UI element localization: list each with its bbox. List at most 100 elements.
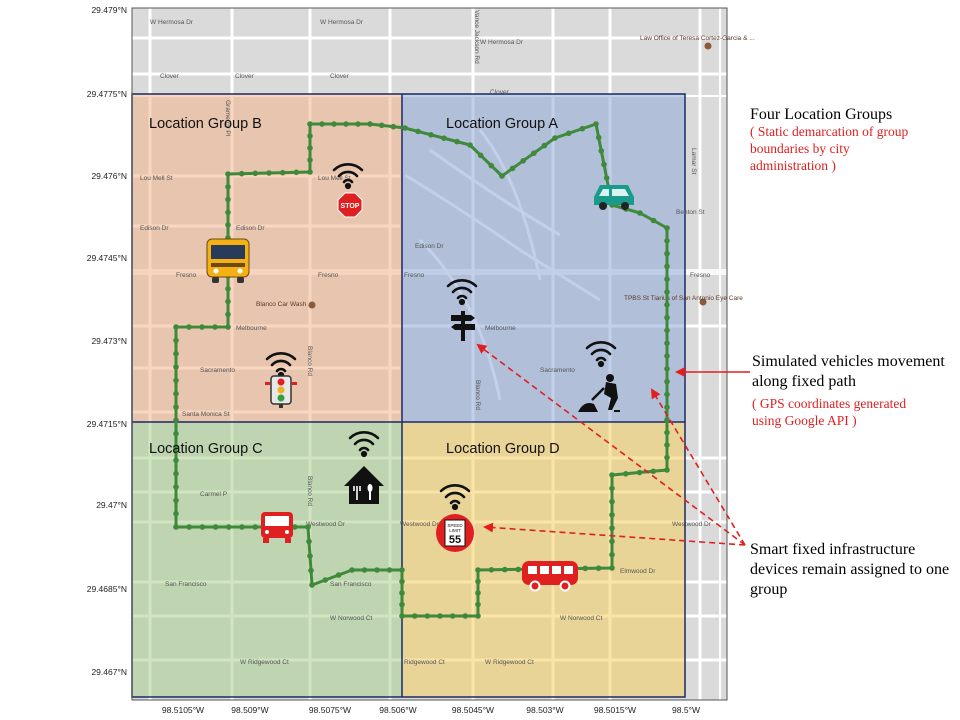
path-point <box>225 209 231 216</box>
path-point <box>173 497 179 504</box>
lat-tick-label: 29.4685°N <box>87 584 127 594</box>
poi-pin-icon <box>308 301 316 309</box>
street-label: W Ridgewood Ct <box>485 659 534 666</box>
street-label: Lamar St <box>690 148 697 175</box>
street-label: Clover <box>330 73 350 80</box>
path-point <box>173 417 179 424</box>
stop-sign-icon: STOP <box>337 192 363 218</box>
path-point <box>367 121 373 127</box>
car-icon <box>594 185 634 210</box>
path-point <box>565 130 572 137</box>
path-point <box>664 353 670 359</box>
path-point <box>609 472 615 478</box>
infra-arrow <box>483 522 746 546</box>
street-label: Lou Mell St <box>318 175 351 182</box>
infra-arrow <box>476 343 746 546</box>
path-point <box>307 169 313 175</box>
street-label: Edison Dr <box>236 225 265 232</box>
path-point <box>343 121 349 127</box>
path-point <box>449 613 456 619</box>
lat-tick-label: 29.473°N <box>91 336 127 346</box>
path-point <box>552 135 558 141</box>
path-point <box>664 417 670 423</box>
path-point <box>664 366 670 372</box>
path-point <box>462 613 469 619</box>
path-point <box>335 572 342 578</box>
street-label: W Hermosa Dr <box>150 19 194 26</box>
path-point <box>252 524 258 530</box>
city-bus-icon <box>261 512 293 543</box>
path-point <box>609 512 615 518</box>
path-point <box>437 613 443 619</box>
group-b-region <box>132 94 402 422</box>
lat-tick-label: 29.479°N <box>91 5 127 15</box>
path-point <box>212 524 219 530</box>
lat-tick-label: 29.4775°N <box>87 89 127 99</box>
path-point <box>515 566 521 573</box>
path-point <box>488 162 495 169</box>
lon-tick-label: 98.5075°W <box>309 705 351 715</box>
group-a-label: Location Group A <box>446 116 558 132</box>
path-point <box>598 148 605 154</box>
street-label: Westwood Dr <box>672 521 712 528</box>
path-point <box>319 121 325 127</box>
street-label: Gramercy Pl <box>224 100 231 137</box>
infra-arrow <box>650 388 746 546</box>
road-worker-icon <box>578 374 620 412</box>
school-bus-icon <box>206 238 250 283</box>
path-point <box>664 238 670 244</box>
path-point <box>186 524 192 530</box>
path-point <box>374 567 380 573</box>
path-point <box>477 152 484 159</box>
street-label: Lou Mell St <box>140 175 173 182</box>
group-a-region <box>402 94 685 422</box>
street-label: W Hermosa Dr <box>320 19 364 26</box>
path-point <box>173 524 179 530</box>
path-point <box>415 128 421 135</box>
wifi-icon <box>348 431 380 458</box>
axis-labels: 29.479°N 29.4775°N 29.476°N 29.4745°N 29… <box>87 5 700 715</box>
street-label: Fresno <box>690 272 711 279</box>
path-point <box>331 121 337 127</box>
street-label: Westwood Dr <box>306 521 346 528</box>
poi-pin-icon <box>699 298 707 306</box>
lon-tick-label: 98.503°W <box>526 705 563 715</box>
path-point <box>212 324 218 330</box>
path-point <box>173 350 179 357</box>
path-point <box>664 442 670 448</box>
path-point <box>186 324 192 330</box>
lat-tick-label: 29.4745°N <box>87 253 127 263</box>
street-label: W Hermosa Dr <box>480 39 524 46</box>
path-point <box>307 133 313 139</box>
path-point <box>664 289 670 295</box>
path-point <box>173 390 179 397</box>
path-point <box>306 538 312 545</box>
path-point <box>509 165 516 172</box>
vehicles-annotation-title: Simulated vehicles movement along fixed … <box>752 353 945 390</box>
vehicles-annotation-subtitle: ( GPS coordinates generated using Google… <box>752 396 907 428</box>
path-point <box>603 175 610 181</box>
path-point <box>349 567 355 573</box>
path-point <box>441 135 447 141</box>
wifi-icon <box>265 352 297 379</box>
path-point <box>199 524 206 530</box>
map-frame <box>131 7 728 701</box>
lat-tick-label: 29.467°N <box>91 667 127 677</box>
street-label: Edison Dr <box>415 243 444 250</box>
street-label: Benton St <box>676 209 705 216</box>
path-point <box>266 170 272 176</box>
lat-tick-label: 29.476°N <box>91 171 127 181</box>
path-point <box>623 471 629 477</box>
path-point <box>355 121 361 127</box>
path-point <box>399 567 405 573</box>
path-point <box>609 485 615 492</box>
path-point <box>173 404 179 410</box>
path-point <box>609 498 615 505</box>
path-point <box>173 337 179 344</box>
coach-bus-icon <box>522 561 578 592</box>
lon-tick-label: 98.5015°W <box>594 705 636 715</box>
path-point <box>637 210 643 216</box>
path-point <box>664 404 670 411</box>
lat-tick-label: 29.47°N <box>96 500 127 510</box>
